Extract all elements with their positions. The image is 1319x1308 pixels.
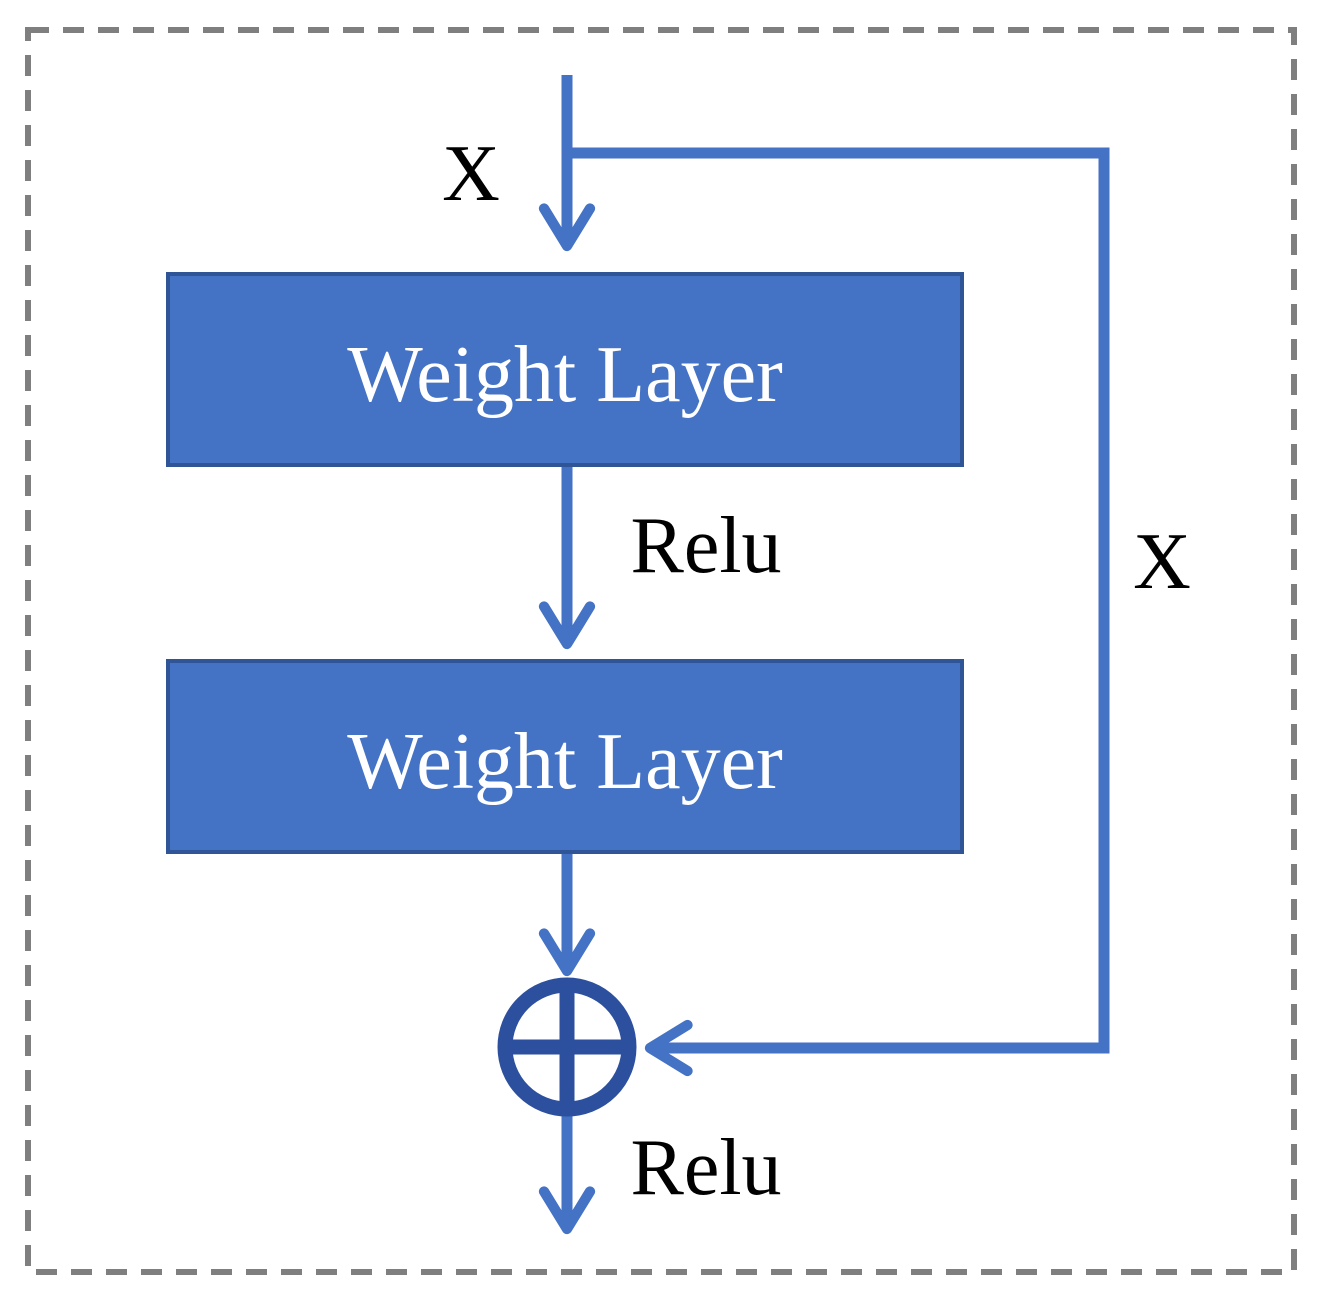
dashed-border [25, 27, 1297, 1275]
weight-layer-2-box: Weight Layer [166, 659, 964, 854]
weight-layer-2-label: Weight Layer [347, 717, 783, 806]
input-x-label: X [442, 130, 500, 218]
weight-layer-1-box: Weight Layer [166, 272, 964, 467]
relu-mid-label: Relu [630, 502, 782, 590]
circle-plus-icon [497, 977, 637, 1117]
weight-layer-1-label: Weight Layer [347, 330, 783, 419]
skip-x-label: X [1133, 518, 1191, 606]
skip-connection-line [567, 147, 1110, 1077]
relu-output-label: Relu [630, 1124, 782, 1212]
